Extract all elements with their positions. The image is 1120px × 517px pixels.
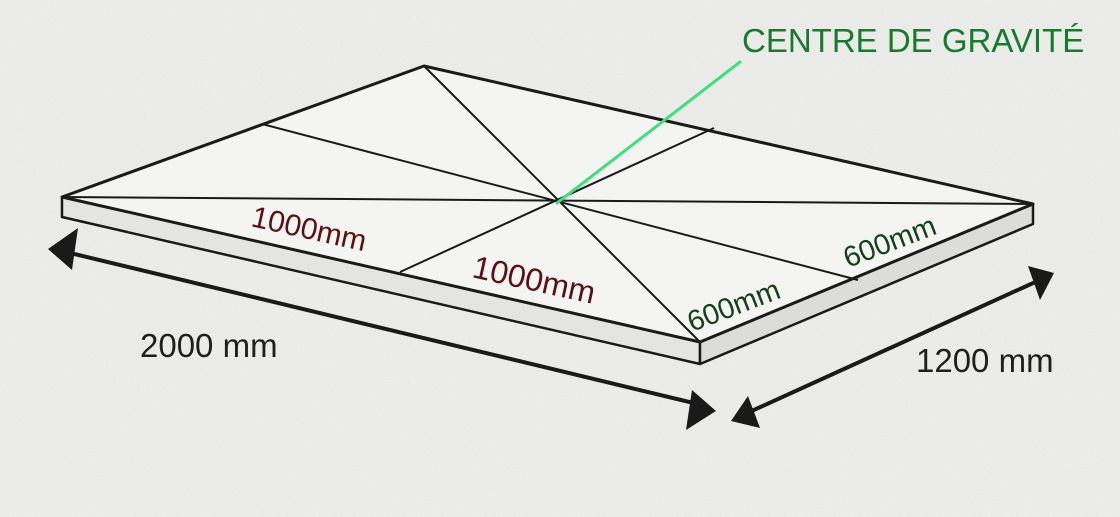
- arrow-head-right-icon: [686, 390, 716, 430]
- midline-length: [399, 127, 715, 273]
- length-dimension-arrow: [48, 228, 716, 430]
- arrow-head-left-icon: [48, 228, 78, 270]
- centre-of-gravity-label: CENTRE DE GRAVITÉ: [742, 22, 1084, 59]
- diagonal-line-1: [61, 196, 1034, 205]
- diagonal-line-2: [423, 65, 701, 343]
- width-dimension-arrow: [731, 266, 1054, 428]
- width-dimension-label: 1200 mm: [916, 342, 1054, 379]
- callout-line: [555, 60, 742, 205]
- arrow-head-left-icon: [731, 396, 760, 428]
- arrow-head-right-icon: [1028, 266, 1054, 300]
- length-dimension-label: 2000 mm: [140, 327, 278, 364]
